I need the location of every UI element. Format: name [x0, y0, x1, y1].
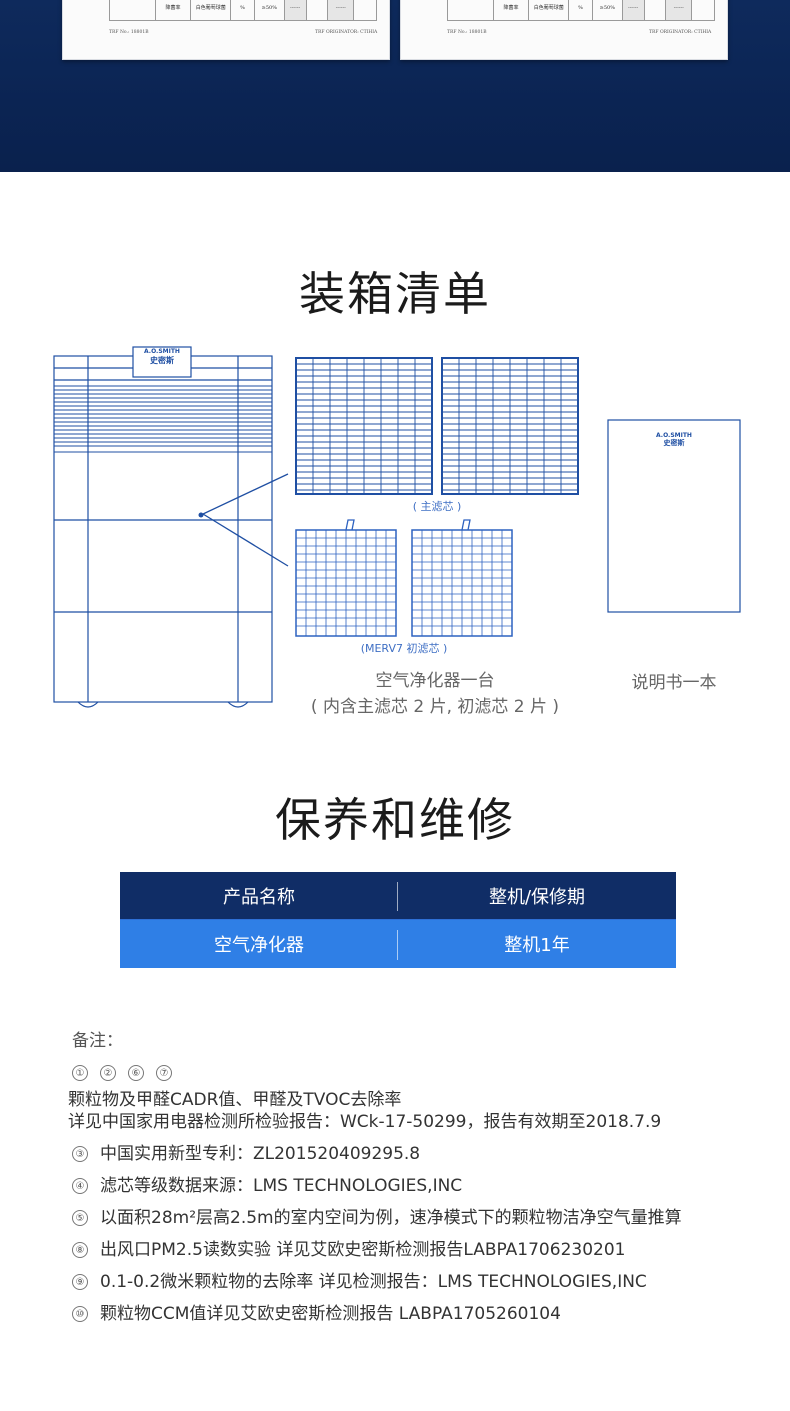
manual-drawing — [607, 419, 741, 613]
cert-footer-right: TRF ORIGINATOR: CTIHIA — [315, 30, 378, 35]
cell-warranty-period: 整机1年 — [504, 935, 570, 956]
cert-cell — [307, 0, 329, 20]
brand-en: A.O.SMITH — [656, 432, 692, 439]
list-item: ④ 滤芯等级数据来源：LMS TECHNOLOGIES,INC — [72, 1175, 762, 1197]
brand-cn: 史密斯 — [150, 356, 174, 365]
note-text: 滤芯等级数据来源：LMS TECHNOLOGIES,INC — [100, 1176, 463, 1196]
header-product-name: 产品名称 — [120, 872, 398, 919]
note-line-cadr: 颗粒物及甲醛CADR值、甲醛及TVOC去除率 — [68, 1090, 402, 1110]
manual-label: 说明书一本 — [631, 673, 717, 693]
cert-cell: 白色葡萄球菌 — [529, 0, 570, 20]
purifier-contents-label: ( 内含主滤芯 2 片, 初滤芯 2 片 ) — [310, 697, 560, 717]
packing-illustration: A.O.SMITH 史密斯 A.O.SMITH 史密斯 ( 主滤芯 ) (MER… — [0, 340, 790, 720]
cell-product-name: 空气净化器 — [120, 920, 398, 968]
note-mark: ⑧ — [72, 1242, 88, 1258]
note-mark: ① — [72, 1065, 88, 1081]
cert-cell: 白色葡萄球菌 — [191, 0, 232, 20]
cert-cell — [448, 0, 494, 20]
certificate-table-right: 降菌率 白色葡萄球菌 % ≥50% ------ ------ — [447, 0, 715, 21]
purifier-logo: A.O.SMITH 史密斯 — [133, 348, 191, 366]
note-mark: ④ — [72, 1178, 88, 1194]
maintenance-title: 保养和维修 — [275, 793, 515, 847]
warranty-table-header: 产品名称 整机/保修期 — [120, 872, 676, 920]
cert-cell: % — [231, 0, 255, 20]
callout-lines — [202, 473, 289, 567]
cert-footer-right: TRF ORIGINATOR: CTIHIA — [649, 30, 712, 35]
note-text: 以面积28m²层高2.5m的室内空间为例，速净模式下的颗粒物洁净空气量推算 — [100, 1208, 682, 1228]
purifier-label: 空气净化器一台 — [375, 671, 495, 691]
note-line-report: 详见中国家用电器检测所检验报告：WCk-17-50299，报告有效期至2018.… — [68, 1112, 662, 1132]
note-text: 颗粒物CCM值详见艾欧史密斯检测报告 LABPA1705260104 — [100, 1304, 561, 1324]
cert-cell: ------ — [622, 0, 645, 20]
notes-title: 备注： — [72, 1031, 123, 1051]
main-filter-caption: ( 主滤芯 ) — [412, 500, 462, 513]
list-item: ⑤ 以面积28m²层高2.5m的室内空间为例，速净模式下的颗粒物洁净空气量推算 — [72, 1207, 762, 1229]
cert-cell — [692, 0, 714, 20]
air-purifier-drawing — [53, 346, 273, 708]
note-mark: ⑦ — [156, 1065, 172, 1081]
table-row: 空气净化器 整机1年 — [120, 920, 676, 968]
cert-cell: 降菌率 — [156, 0, 192, 20]
list-item: ⑨ 0.1-0.2微米颗粒物的去除率 详见检测报告：LMS TECHNOLOGI… — [72, 1271, 762, 1293]
cert-cell — [354, 0, 376, 20]
cert-cell: ------ — [666, 0, 693, 20]
cert-cell — [110, 0, 156, 20]
cert-cell — [645, 0, 667, 20]
note-text: 0.1-0.2微米颗粒物的去除率 详见检测报告：LMS TECHNOLOGIES… — [100, 1272, 647, 1292]
list-item: ⑧ 出风口PM2.5读数实验 详见艾欧史密斯检测报告LABPA170623020… — [72, 1239, 762, 1261]
header-warranty-period: 整机/保修期 — [488, 886, 586, 908]
cert-footer-left: TRF No.: 18801B — [109, 30, 149, 35]
note-mark: ⑨ — [72, 1274, 88, 1290]
note-mark: ⑤ — [72, 1210, 88, 1226]
pre-filter-left — [295, 519, 397, 637]
note-text: 出风口PM2.5读数实验 详见艾欧史密斯检测报告LABPA1706230201 — [100, 1240, 626, 1260]
certificate-sheet-right: 降菌率 白色葡萄球菌 % ≥50% ------ ------ TRF No.:… — [400, 0, 728, 60]
packing-list-title: 装箱清单 — [299, 267, 491, 321]
note-mark: ② — [100, 1065, 116, 1081]
warranty-table: 产品名称 整机/保修期 空气净化器 整机1年 — [120, 872, 676, 968]
list-item: ⑩ 颗粒物CCM值详见艾欧史密斯检测报告 LABPA1705260104 — [72, 1303, 762, 1325]
note-mark: ⑥ — [128, 1065, 144, 1081]
notes-section: 备注： ① ② ⑥ ⑦ 颗粒物及甲醛CADR值、甲醛及TVOC去除率 详见中国家… — [68, 1026, 762, 1325]
certificate-sheet-left: 降菌率 白色葡萄球菌 % ≥50% ------ ------ TRF No.:… — [62, 0, 390, 60]
cert-cell: ≥50% — [255, 0, 285, 20]
manual-logo: A.O.SMITH 史密斯 — [630, 432, 718, 448]
cert-cell: ≥50% — [593, 0, 623, 20]
packing-drawing — [53, 346, 741, 708]
note-mark: ⑩ — [72, 1306, 88, 1322]
note-text: 中国实用新型专利：ZL201520409295.8 — [100, 1144, 421, 1164]
list-item: ③ 中国实用新型专利：ZL201520409295.8 — [72, 1143, 762, 1165]
callout-dot — [198, 512, 204, 518]
main-filter-right — [441, 357, 579, 495]
cert-cell: ------ — [328, 0, 355, 20]
note-mark: ③ — [72, 1146, 88, 1162]
notes-marks-row: ① ② ⑥ ⑦ — [72, 1065, 762, 1081]
cert-cell: % — [569, 0, 593, 20]
pre-filter-right — [411, 519, 513, 637]
main-filter-left — [295, 357, 433, 495]
brand-cn: 史密斯 — [663, 439, 685, 447]
certificate-table-left: 降菌率 白色葡萄球菌 % ≥50% ------ ------ — [109, 0, 377, 21]
pre-filter-caption: (MERV7 初滤芯 ) — [360, 642, 448, 655]
cert-cell: 降菌率 — [494, 0, 530, 20]
cert-footer-left: TRF No.: 18801B — [447, 30, 487, 35]
cert-cell: ------ — [284, 0, 307, 20]
brand-en: A.O.SMITH — [144, 348, 180, 355]
certificate-banner: 降菌率 白色葡萄球菌 % ≥50% ------ ------ TRF No.:… — [0, 0, 790, 172]
